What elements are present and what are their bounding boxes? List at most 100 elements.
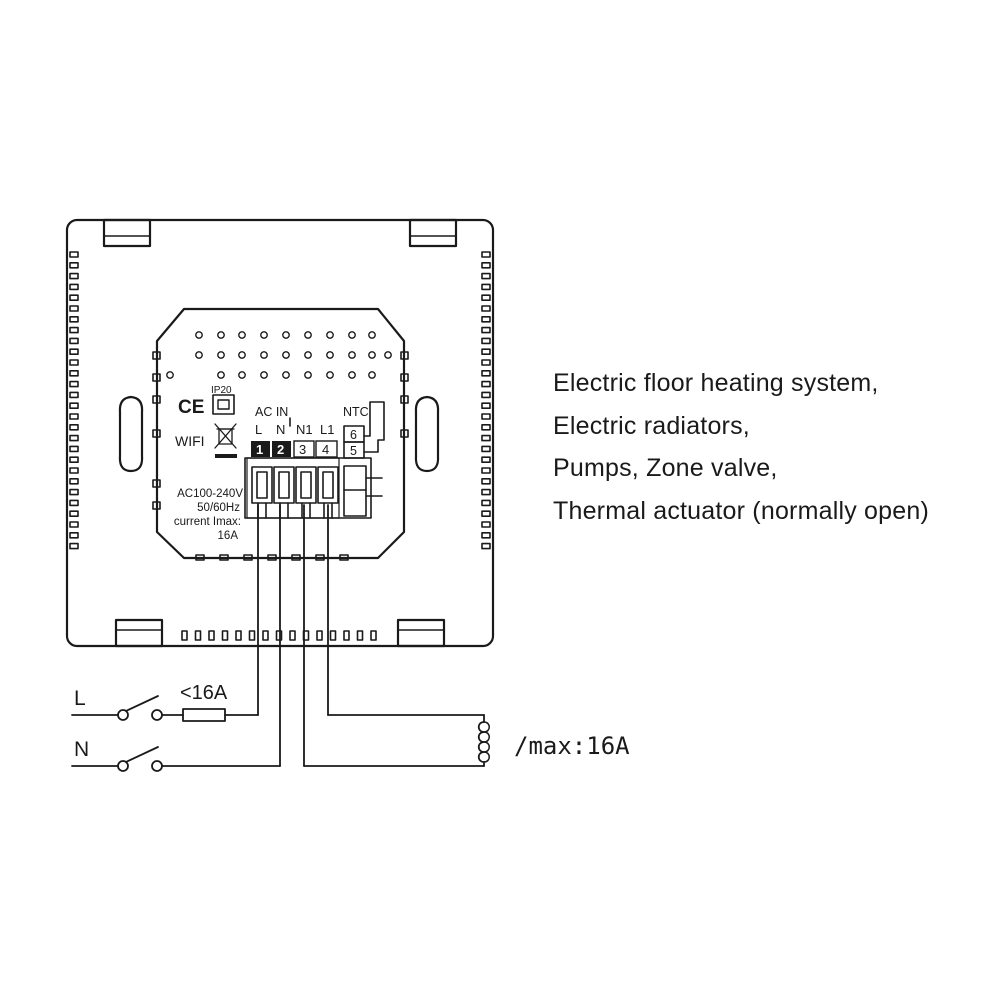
terminal-number-1: 1 bbox=[256, 442, 263, 457]
vent-hole bbox=[348, 371, 356, 379]
vent-slot bbox=[69, 445, 79, 453]
vent-slot bbox=[181, 630, 188, 641]
vent-slot bbox=[275, 630, 283, 641]
module-clips bbox=[152, 351, 409, 561]
fuse bbox=[182, 708, 226, 722]
vent-slot bbox=[69, 488, 79, 496]
vent-slot bbox=[481, 391, 491, 399]
terminal-screw bbox=[300, 471, 312, 499]
module-clip bbox=[315, 554, 325, 561]
terminal-label-l: L bbox=[255, 422, 262, 437]
vent-hole bbox=[384, 351, 392, 359]
vent-slot bbox=[69, 315, 79, 323]
vent-hole bbox=[282, 351, 290, 359]
vent-slot bbox=[481, 510, 491, 518]
vent-slot bbox=[69, 510, 79, 518]
line-label: L bbox=[74, 687, 86, 710]
ventilation-holes bbox=[166, 331, 392, 379]
vent-slot bbox=[481, 531, 491, 539]
vent-slot bbox=[69, 337, 79, 345]
vent-slot bbox=[69, 499, 79, 507]
vent-slot bbox=[69, 369, 79, 377]
vent-hole bbox=[304, 351, 312, 359]
terminal-slots bbox=[251, 466, 339, 519]
terminal-numbers: 1 2 3 4 6 5 bbox=[251, 428, 357, 458]
vent-slot bbox=[343, 630, 350, 641]
vent-slot bbox=[356, 630, 364, 641]
vent-slot bbox=[289, 630, 296, 641]
vent-slot bbox=[481, 423, 491, 431]
vent-slot bbox=[481, 456, 491, 464]
load-item: Thermal actuator (normally open) bbox=[553, 496, 929, 525]
terminal-screw bbox=[322, 471, 334, 499]
ntc-terminal-5: 5 bbox=[350, 444, 357, 458]
vent-slot bbox=[69, 391, 79, 399]
vent-slot bbox=[235, 630, 242, 641]
corner-clip bbox=[408, 218, 458, 248]
vent-hole bbox=[217, 371, 225, 379]
vent-slot bbox=[69, 434, 79, 442]
wifi-label: WIFI bbox=[175, 433, 205, 449]
vent-slot bbox=[69, 531, 79, 539]
ip20-box bbox=[212, 394, 235, 415]
vent-slot bbox=[481, 348, 491, 356]
rating-frequency: 50/60Hz bbox=[197, 502, 240, 514]
vent-hole bbox=[368, 371, 376, 379]
rating-voltage: AC100-240V bbox=[177, 488, 243, 500]
terminal-slot bbox=[273, 466, 295, 504]
vent-slot bbox=[481, 326, 491, 334]
terminal-label-l1: L1 bbox=[320, 422, 334, 437]
vent-slot bbox=[69, 521, 79, 528]
vent-slot bbox=[481, 542, 491, 550]
module-clip bbox=[152, 501, 161, 510]
module-clip bbox=[219, 554, 229, 561]
load-item: Pumps, Zone valve, bbox=[553, 454, 778, 482]
vent-hole bbox=[238, 371, 246, 379]
vent-slot bbox=[69, 283, 79, 291]
corner-clip bbox=[102, 218, 152, 248]
vent-slot bbox=[481, 359, 491, 366]
ce-mark: CE bbox=[178, 397, 204, 418]
vent-hole bbox=[282, 371, 290, 379]
ntc-connector bbox=[343, 401, 385, 517]
terminal-label-n1: N1 bbox=[296, 422, 313, 437]
vent-slot bbox=[329, 630, 337, 641]
rating-current-label: current Imax: bbox=[174, 516, 241, 528]
module-clip bbox=[243, 554, 253, 561]
vent-slot bbox=[208, 630, 215, 641]
module-clip bbox=[152, 373, 161, 382]
rating-current-value: 16A bbox=[218, 530, 239, 542]
corner-clip bbox=[396, 618, 446, 648]
terminal-slot bbox=[295, 466, 317, 504]
module-clip bbox=[400, 429, 409, 438]
vent-hole bbox=[195, 331, 203, 339]
module-clip bbox=[291, 554, 301, 561]
vent-slots-bottom bbox=[181, 630, 377, 641]
vent-slot bbox=[69, 261, 79, 269]
vent-hole bbox=[348, 331, 356, 339]
ntc-terminal-6: 6 bbox=[350, 428, 357, 442]
vent-hole bbox=[326, 331, 334, 339]
vent-slot bbox=[481, 434, 491, 442]
vent-hole bbox=[195, 351, 203, 359]
vent-slot bbox=[481, 261, 491, 269]
vent-slot bbox=[481, 251, 491, 258]
corner-clip bbox=[114, 618, 164, 648]
vent-hole bbox=[304, 331, 312, 339]
vent-slot bbox=[481, 521, 491, 528]
weee-bin-icon bbox=[214, 423, 237, 449]
terminal-label-n: N bbox=[276, 422, 285, 437]
vent-slot bbox=[370, 630, 377, 641]
vent-slot bbox=[69, 402, 79, 410]
vent-hole bbox=[238, 351, 246, 359]
terminal-slot bbox=[251, 466, 273, 504]
vent-slot bbox=[316, 630, 323, 641]
mounting-slot-right bbox=[414, 395, 440, 473]
rating-text: AC100-240V 50/60Hz current Imax: 16A bbox=[174, 488, 243, 542]
vent-slots-left bbox=[69, 251, 79, 550]
vent-hole bbox=[217, 351, 225, 359]
vent-slot bbox=[69, 467, 79, 474]
vent-slot bbox=[481, 337, 491, 345]
vent-slot bbox=[69, 305, 79, 312]
